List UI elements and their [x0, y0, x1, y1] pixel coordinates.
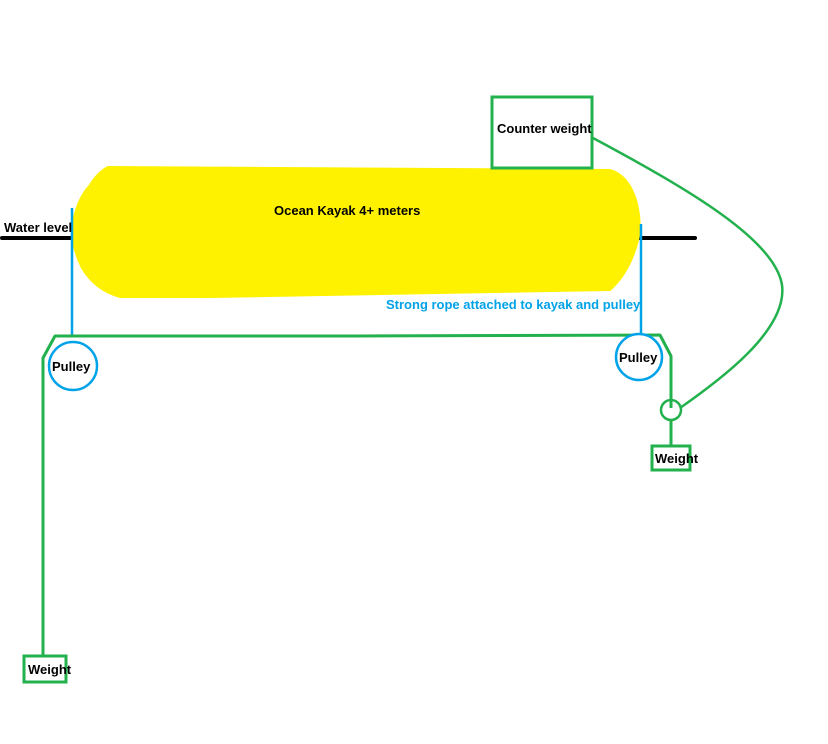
weight-left-label: Weight [28, 662, 72, 677]
pulley-right-label: Pulley [619, 350, 658, 365]
kayak-label: Ocean Kayak 4+ meters [274, 203, 420, 218]
counter-weight-label: Counter weight [497, 121, 592, 136]
pulley-left-label: Pulley [52, 359, 91, 374]
green-rope-main [41, 333, 673, 683]
kayak-hull [70, 165, 641, 298]
pulley-right [614, 332, 664, 382]
weight-box-left [22, 654, 68, 684]
rope-note-label: Strong rope attached to kayak and pulley [386, 297, 641, 312]
weight-box-right [650, 444, 692, 472]
counter-weight-box [490, 95, 594, 170]
pulley-left [47, 340, 99, 392]
rope-ring [659, 398, 683, 422]
weight-right-label: Weight [655, 451, 699, 466]
water-level-label: Water level [4, 220, 72, 235]
counter-weight-rope [592, 136, 784, 410]
